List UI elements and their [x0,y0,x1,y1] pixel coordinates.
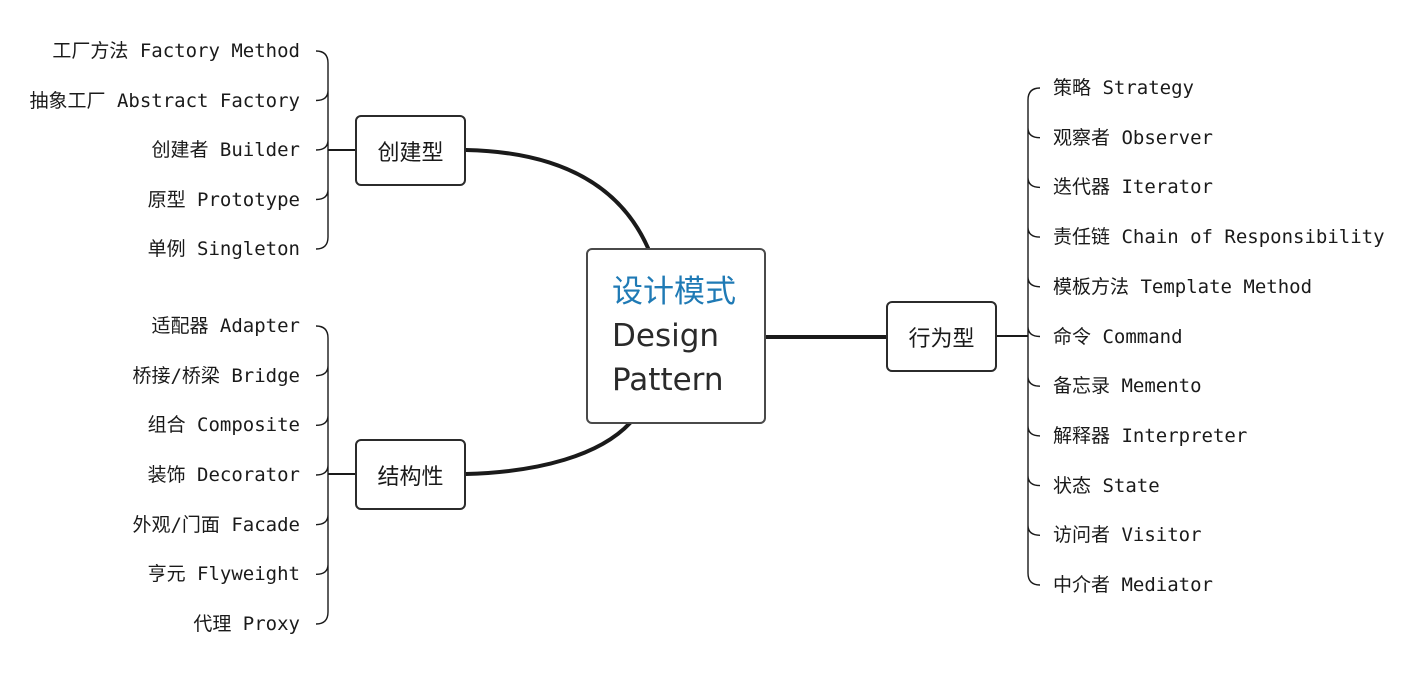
leaf-behavioral-5[interactable]: 模板方法 Template Method [1053,275,1313,298]
leaf-behavioral-9[interactable]: 状态 State [1053,474,1160,497]
leaf-behavioral-8[interactable]: 解释器 Interpreter [1053,424,1248,447]
leaf-behavioral-10[interactable]: 访问者 Visitor [1053,524,1202,547]
leaf-creational-3[interactable]: 创建者 Builder [151,139,300,161]
leaf-behavioral-11[interactable]: 中介者 Mediator [1053,574,1213,596]
category-structural[interactable]: 结构性 [355,439,466,510]
bracket-creational [315,50,329,250]
leaf-structural-4[interactable]: 装饰 Decorator [147,464,300,486]
leaf-structural-6[interactable]: 亨元 Flyweight [147,563,300,586]
leaf-creational-4[interactable]: 原型 Prototype [147,188,300,211]
central-topic[interactable]: 设计模式 Design Pattern [586,248,766,424]
leaf-behavioral-3[interactable]: 迭代器 Iterator [1053,176,1213,199]
leaf-structural-2[interactable]: 桥接/桥梁 Bridge [132,364,300,387]
edge-center-structural [464,421,632,476]
category-behavioral[interactable]: 行为型 [886,301,997,372]
leaf-creational-2[interactable]: 抽象工厂 Abstract Factory [29,89,300,112]
leaf-behavioral-7[interactable]: 备忘录 Memento [1053,375,1202,398]
central-title-cn: 设计模式 [612,274,736,310]
leaf-structural-5[interactable]: 外观/门面 Facade [132,513,300,536]
leaf-behavioral-1[interactable]: 策略 Strategy [1053,77,1194,99]
leaf-structural-7[interactable]: 代理 Proxy [193,613,300,635]
category-creational[interactable]: 创建型 [355,115,466,186]
leaf-structural-1[interactable]: 适配器 Adapter [151,315,300,337]
central-title-en-1: Design [612,318,720,354]
central-title-en-2: Pattern [612,362,724,398]
leaf-creational-1[interactable]: 工厂方法 Factory Method [52,40,300,62]
bracket-behavioral [1027,87,1041,586]
edge-center-creational [464,148,650,250]
bracket-structural [315,325,329,625]
leaf-behavioral-6[interactable]: 命令 Command [1053,325,1183,348]
leaf-behavioral-2[interactable]: 观察者 Observer [1053,126,1213,149]
leaf-structural-3[interactable]: 组合 Composite [147,414,300,437]
leaf-behavioral-4[interactable]: 责任链 Chain of Responsibility [1053,226,1385,249]
leaf-creational-5[interactable]: 单例 Singleton [147,238,300,260]
